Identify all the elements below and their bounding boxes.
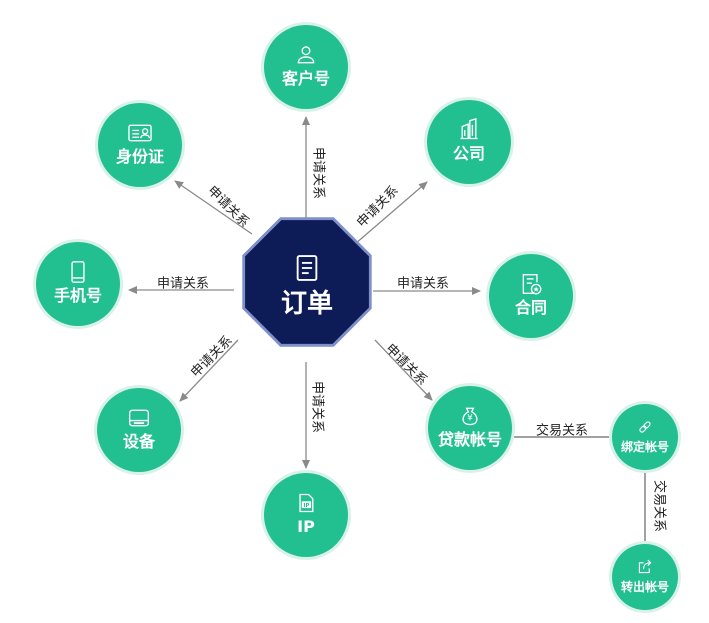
document-icon bbox=[296, 255, 318, 281]
edge-label-transfer: 交易关系 bbox=[652, 480, 668, 532]
node-label-transfer: 转出帐号 bbox=[621, 579, 669, 594]
node-phone[interactable]: 手机号 bbox=[33, 239, 123, 329]
id-card-icon bbox=[128, 124, 152, 142]
node-customer[interactable]: 客户号 bbox=[261, 22, 351, 112]
edge-line-company bbox=[354, 181, 428, 245]
center-node-label: 订单 bbox=[281, 289, 333, 319]
edge-label-idcard: 申请关系 bbox=[204, 183, 251, 230]
contract-icon bbox=[522, 273, 542, 295]
node-label-bound: 绑定帐号 bbox=[621, 439, 669, 454]
node-label-device: 设备 bbox=[123, 432, 156, 451]
svg-text:IP: IP bbox=[303, 503, 309, 509]
share-out-icon bbox=[638, 559, 652, 574]
node-circle bbox=[264, 473, 348, 557]
node-bound[interactable]: 绑定帐号 bbox=[609, 401, 681, 473]
node-label-loan: 贷款帐号 bbox=[438, 430, 502, 449]
ip-file-icon: IP bbox=[299, 493, 314, 513]
node-circle bbox=[427, 100, 511, 184]
center-node-shape bbox=[245, 220, 369, 344]
edge-label-bound: 交易关系 bbox=[536, 423, 588, 439]
edge-label-customer: 申请关系 bbox=[311, 147, 326, 199]
node-idcard[interactable]: 身份证 bbox=[95, 100, 185, 190]
link-icon bbox=[639, 421, 651, 433]
node-circle bbox=[428, 386, 512, 470]
node-loan[interactable]: ¥ 贷款帐号 bbox=[425, 383, 515, 473]
building-icon bbox=[460, 118, 478, 140]
node-transfer[interactable]: 转出帐号 bbox=[609, 541, 681, 613]
node-label-phone: 手机号 bbox=[54, 286, 102, 305]
person-icon bbox=[297, 46, 315, 64]
edge-label-loan: 申请关系 bbox=[382, 341, 429, 388]
edge-line-loan bbox=[374, 339, 433, 401]
node-label-idcard: 身份证 bbox=[116, 147, 164, 166]
node-circle bbox=[612, 404, 678, 470]
node-contract[interactable]: 合同 bbox=[486, 251, 576, 341]
svg-text:¥: ¥ bbox=[467, 413, 473, 423]
node-device[interactable]: 设备 bbox=[94, 385, 184, 475]
node-label-contract: 合同 bbox=[515, 298, 547, 317]
money-bag-icon: ¥ bbox=[462, 407, 478, 426]
node-circle bbox=[97, 388, 181, 472]
node-circle bbox=[489, 254, 573, 338]
edge-label-phone: 申请关系 bbox=[157, 277, 209, 292]
node-label-company: 公司 bbox=[453, 144, 485, 163]
node-circle bbox=[36, 242, 120, 326]
center-node-order[interactable]: 订单 bbox=[242, 217, 372, 347]
node-label-ip: IP bbox=[297, 517, 315, 536]
edge-line-idcard bbox=[174, 180, 253, 235]
node-label-customer: 客户号 bbox=[282, 69, 330, 88]
node-circle bbox=[98, 103, 182, 187]
node-ip[interactable]: IP IP bbox=[261, 470, 351, 560]
node-circle bbox=[264, 25, 348, 109]
device-icon bbox=[128, 409, 150, 427]
edge-label-device: 申请关系 bbox=[188, 333, 235, 380]
phone-icon bbox=[71, 261, 85, 283]
node-circle bbox=[612, 544, 678, 610]
edge-line-device bbox=[179, 339, 239, 402]
edge-label-ip: 申请关系 bbox=[310, 381, 325, 433]
edge-label-contract: 申请关系 bbox=[397, 277, 449, 292]
node-company[interactable]: 公司 bbox=[424, 97, 514, 187]
